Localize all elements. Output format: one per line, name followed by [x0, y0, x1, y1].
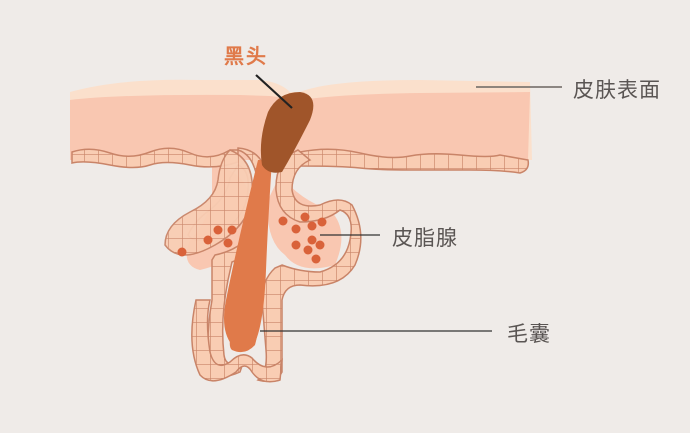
- follicle-bottom: [191, 299, 283, 383]
- blackhead-leader-line: [255, 74, 293, 109]
- label-hair-follicle: 毛囊: [507, 322, 551, 346]
- blackhead-plug: [260, 92, 314, 173]
- sebum-dots: [177, 212, 327, 264]
- label-blackhead: 黑头: [224, 44, 268, 68]
- skin-base-cell-band-right: [299, 148, 530, 174]
- label-skin-surface: 皮肤表面: [573, 78, 661, 102]
- label-sebaceous-gland: 皮脂腺: [392, 226, 458, 250]
- hair-shaft-body: [224, 160, 272, 348]
